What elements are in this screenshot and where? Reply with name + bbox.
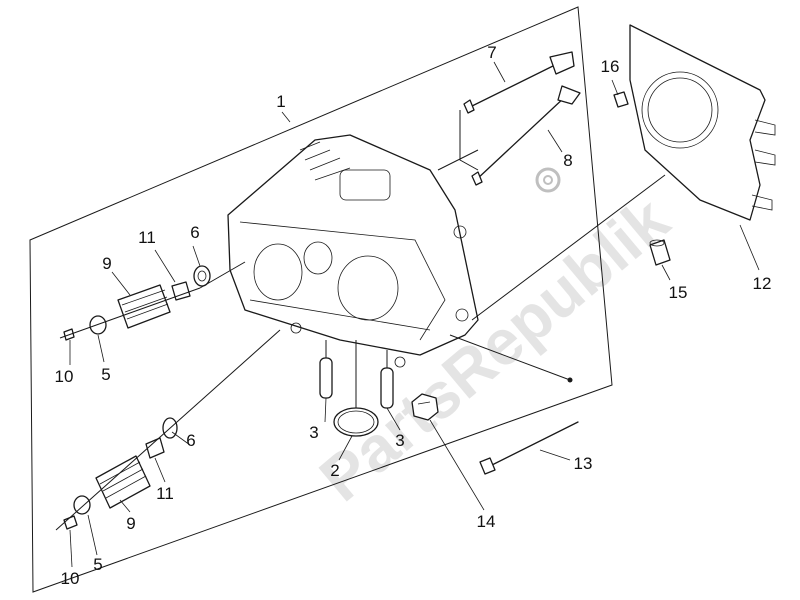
valve-spring-upper bbox=[117, 284, 171, 329]
o-ring-2 bbox=[333, 407, 379, 437]
callout-14: 14 bbox=[477, 512, 496, 531]
bushing-15 bbox=[649, 239, 671, 266]
callout-7: 7 bbox=[487, 43, 496, 62]
callout-2: 2 bbox=[330, 461, 339, 480]
callout-6-lower: 6 bbox=[186, 431, 195, 450]
callout-15: 15 bbox=[669, 283, 688, 302]
plug-14 bbox=[411, 393, 439, 421]
dowel-pin-16 bbox=[613, 91, 629, 108]
callout-5-upper: 5 bbox=[101, 365, 110, 384]
callout-3-right: 3 bbox=[395, 431, 404, 450]
callout-16: 16 bbox=[601, 57, 620, 76]
collet-lower bbox=[63, 515, 78, 530]
leader-lines bbox=[69, 61, 760, 568]
valve-spring-lower bbox=[95, 455, 151, 509]
callout-12: 12 bbox=[753, 274, 772, 293]
retainer-lower bbox=[73, 495, 91, 515]
cylinder-head bbox=[227, 134, 479, 368]
callout-9-upper: 9 bbox=[102, 254, 111, 273]
callout-10-upper: 10 bbox=[55, 367, 74, 386]
dowel-pin-3-left bbox=[319, 357, 333, 399]
intake-valve bbox=[463, 51, 575, 114]
bolt-13 bbox=[479, 421, 579, 475]
exhaust-valve bbox=[471, 85, 581, 186]
head-gasket bbox=[629, 24, 776, 221]
valve-seal-lower bbox=[145, 437, 165, 459]
callout-13: 13 bbox=[574, 454, 593, 473]
washer-upper bbox=[193, 265, 211, 287]
callout-3-left: 3 bbox=[309, 423, 318, 442]
callout-labels: 1 7 16 8 11 6 9 12 15 10 5 3 3 2 6 11 13… bbox=[55, 43, 772, 588]
callout-5-lower: 5 bbox=[93, 555, 102, 574]
valve-seal-upper bbox=[171, 281, 191, 301]
callout-9-lower: 9 bbox=[126, 514, 135, 533]
callout-8: 8 bbox=[563, 151, 572, 170]
callout-1: 1 bbox=[276, 92, 285, 111]
callout-11-upper: 11 bbox=[138, 228, 156, 247]
dowel-pin-3-right bbox=[380, 367, 394, 409]
retainer-upper bbox=[89, 315, 107, 335]
callout-11-lower: 11 bbox=[156, 484, 174, 503]
callout-10-lower: 10 bbox=[61, 569, 80, 588]
gear-icon bbox=[535, 167, 561, 193]
exploded-frame bbox=[29, 6, 613, 593]
callout-6-upper: 6 bbox=[190, 223, 199, 242]
